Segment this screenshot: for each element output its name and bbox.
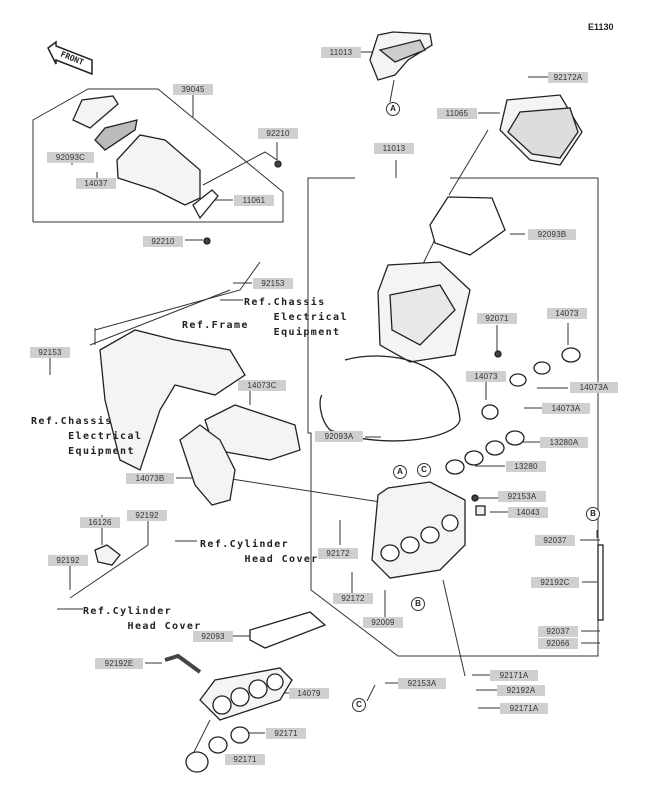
part-label-11013[interactable]: 11013: [321, 47, 361, 58]
ref-frame: Ref.Frame: [182, 320, 249, 331]
part-label-92192A[interactable]: 92192A: [497, 685, 545, 696]
part-92093C: [72, 95, 119, 129]
part-label-14073[interactable]: 14073: [547, 308, 587, 319]
part-11061: [192, 189, 219, 220]
part-label-92172[interactable]: 92172: [333, 593, 373, 604]
part-14037: [94, 119, 138, 151]
part-label-92153A[interactable]: 92153A: [398, 678, 446, 689]
part-label-92192C[interactable]: 92192C: [531, 577, 579, 588]
callout-c: C: [417, 463, 431, 477]
part-label-92037[interactable]: 92037: [538, 626, 578, 637]
part-label-11061[interactable]: 11061: [234, 195, 274, 206]
part-label-92210[interactable]: 92210: [258, 128, 298, 139]
part-92093B: [429, 196, 506, 256]
part-label-92066[interactable]: 92066: [538, 638, 578, 649]
ref-cylinder-head-cover-1: Ref.Cylinder Head Cover: [200, 539, 319, 565]
part-label-14073[interactable]: 14073: [466, 371, 506, 382]
callout-b: B: [411, 597, 425, 611]
part-label-11065[interactable]: 11065: [437, 108, 477, 119]
part-label-92171[interactable]: 92171: [266, 728, 306, 739]
diagram-code: E1130: [588, 22, 614, 32]
part-label-92037[interactable]: 92037: [535, 535, 575, 546]
part-label-14037[interactable]: 14037: [76, 178, 116, 189]
part-label-92153[interactable]: 92153: [30, 347, 70, 358]
callout-a: A: [393, 465, 407, 479]
part-label-92153[interactable]: 92153: [253, 278, 293, 289]
part-label-92153A[interactable]: 92153A: [498, 491, 546, 502]
ref-chassis-electrical-top: Ref.Chassis Electrical Equipment: [244, 297, 348, 338]
part-label-92172[interactable]: 92172: [318, 548, 358, 559]
callout-c: C: [352, 698, 366, 712]
part-label-92093B[interactable]: 92093B: [528, 229, 576, 240]
part-label-14079[interactable]: 14079: [289, 688, 329, 699]
part-14073B: [179, 424, 236, 506]
part-label-92093[interactable]: 92093: [193, 631, 233, 642]
part-frame-duct: [99, 329, 246, 471]
part-label-11013[interactable]: 11013: [374, 143, 414, 154]
part-label-92171A[interactable]: 92171A: [500, 703, 548, 714]
part-label-92093A[interactable]: 92093A: [315, 431, 363, 442]
callout-a: A: [386, 102, 400, 116]
part-label-14073C[interactable]: 14073C: [238, 380, 286, 391]
front-arrow-icon: FRONT: [47, 40, 93, 76]
part-label-92171[interactable]: 92171: [225, 754, 265, 765]
part-label-14073A[interactable]: 14073A: [542, 403, 590, 414]
part-label-14073A[interactable]: 14073A: [570, 382, 618, 393]
part-16126: [94, 544, 121, 566]
part-92093: [249, 611, 327, 649]
part-label-14073B[interactable]: 14073B: [126, 473, 174, 484]
part-label-13280[interactable]: 13280: [506, 461, 546, 472]
part-label-92093C[interactable]: 92093C: [47, 152, 94, 163]
ref-cylinder-head-cover-2: Ref.Cylinder Head Cover: [83, 606, 202, 632]
part-label-92192[interactable]: 92192: [48, 555, 88, 566]
part-label-16126[interactable]: 16126: [80, 517, 120, 528]
part-label-92210[interactable]: 92210: [143, 236, 183, 247]
part-92093A: [319, 355, 461, 442]
part-label-92171A[interactable]: 92171A: [490, 670, 538, 681]
part-label-92172A[interactable]: 92172A: [548, 72, 588, 83]
part-label-92192E[interactable]: 92192E: [95, 658, 143, 669]
part-label-13280A[interactable]: 13280A: [540, 437, 588, 448]
part-label-39045[interactable]: 39045: [173, 84, 213, 95]
part-label-92009[interactable]: 92009: [363, 617, 403, 628]
part-label-92192[interactable]: 92192: [127, 510, 167, 521]
ref-chassis-electrical-left: Ref.Chassis Electrical Equipment: [31, 416, 143, 457]
part-label-92071[interactable]: 92071: [477, 313, 517, 324]
part-label-14043[interactable]: 14043: [508, 507, 548, 518]
part-39045: [116, 134, 201, 206]
callout-b: B: [586, 507, 600, 521]
assembly-outline-39045: [32, 88, 284, 223]
assembly-outline-11013: [307, 177, 599, 657]
